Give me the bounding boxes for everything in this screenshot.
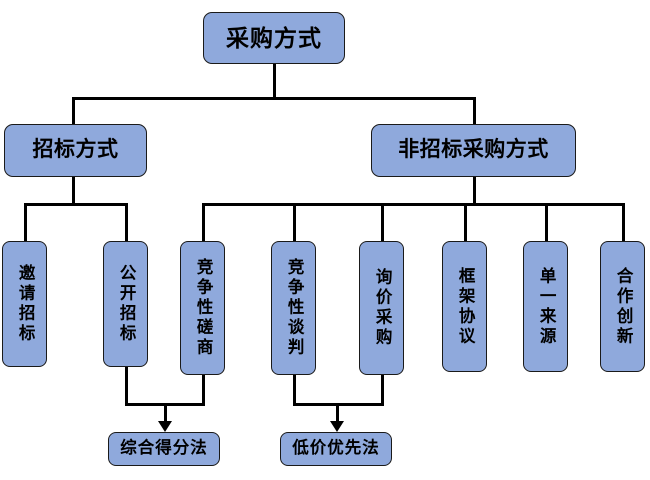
node-competitive-consultation[interactable]: 竞争性磋商	[180, 241, 225, 375]
node-comprehensive-scoring-method[interactable]: 综合得分法	[108, 432, 220, 466]
node-low-price-priority-method[interactable]: 低价优先法	[280, 432, 392, 466]
connector-to-cooperative-innovation	[622, 203, 625, 241]
arrow-head-result2	[330, 421, 344, 432]
connector-root-stem	[273, 63, 276, 99]
connector-open-tender-down	[125, 367, 128, 405]
node-non-tendering-procurement-method[interactable]: 非招标采购方式	[371, 124, 576, 177]
connector-non-tendering-bus	[202, 203, 623, 206]
node-cooperative-innovation[interactable]: 合作创新	[600, 241, 645, 372]
arrow-head-result1	[158, 421, 172, 432]
connector-non-tendering-stem	[473, 176, 476, 205]
connector-to-competitive-negotiation	[293, 203, 296, 241]
connector-level2-bus	[72, 97, 476, 100]
node-open-tendering[interactable]: 公开招标	[103, 241, 148, 367]
connector-to-inquiry-procurement	[381, 203, 384, 241]
node-competitive-negotiation[interactable]: 竞争性谈判	[271, 241, 316, 375]
connector-result2-arrow-shaft	[336, 403, 339, 424]
connector-tendering-stem	[72, 176, 75, 205]
node-inquiry-procurement[interactable]: 询价采购	[359, 241, 404, 375]
connector-to-tendering	[72, 97, 75, 124]
connector-to-single-source	[545, 203, 548, 241]
connector-consultation-down	[202, 375, 205, 405]
node-single-source[interactable]: 单一来源	[523, 241, 568, 372]
node-framework-agreement[interactable]: 框架协议	[442, 241, 487, 372]
connector-negotiation-down	[293, 375, 296, 405]
connector-tendering-bus	[24, 203, 128, 206]
connector-to-invited-tender	[24, 203, 27, 241]
node-invited-tendering[interactable]: 邀请招标	[2, 241, 47, 367]
connector-result1-arrow-shaft	[164, 403, 167, 424]
connector-to-competitive-consultation	[202, 203, 205, 241]
connector-to-framework-agreement	[464, 203, 467, 241]
node-root-procurement-method[interactable]: 采购方式	[203, 12, 345, 64]
node-tendering-method[interactable]: 招标方式	[4, 124, 147, 177]
connector-to-open-tender	[125, 203, 128, 241]
connector-inquiry-down	[381, 375, 384, 405]
connector-to-non-tendering	[473, 97, 476, 124]
